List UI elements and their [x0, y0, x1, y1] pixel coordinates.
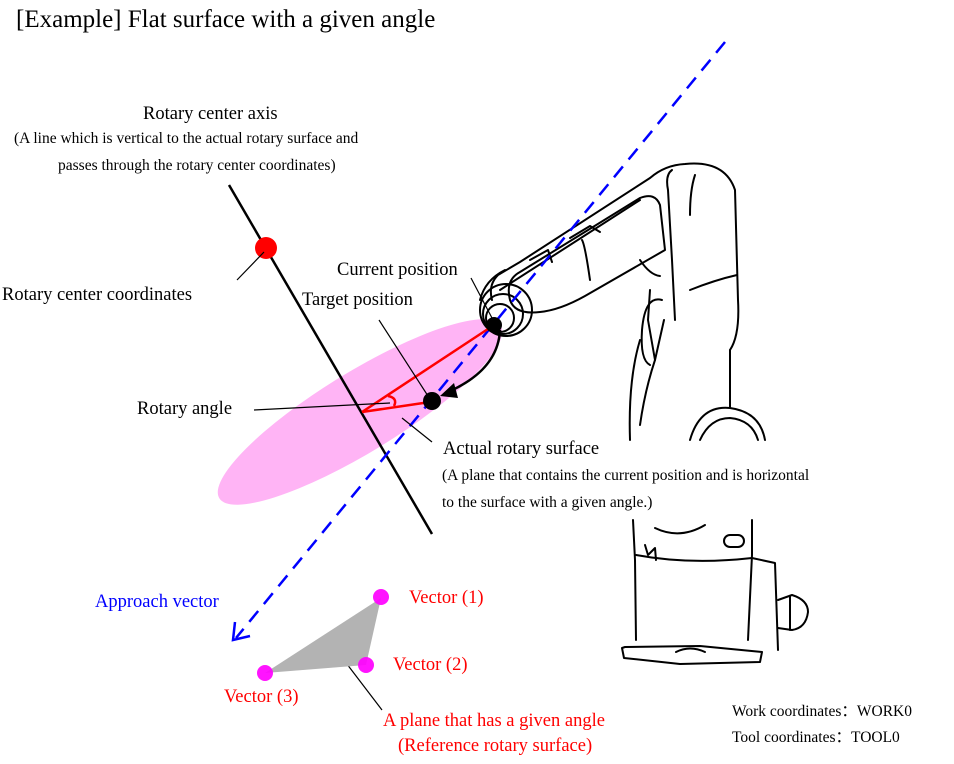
vector-3-point — [257, 665, 273, 681]
rotation-lines — [361, 323, 495, 414]
vector-1-label: Vector (1) — [409, 588, 484, 608]
reference-plane-label-1: A plane that has a given angle — [383, 711, 605, 731]
target-position-label: Target position — [302, 290, 413, 310]
rotary-center-axis-label: Rotary center axis — [143, 104, 278, 124]
page-title: [Example] Flat surface with a given angl… — [16, 6, 436, 33]
rotary-center-axis-note-1: (A line which is vertical to the actual … — [14, 130, 359, 147]
target-position-point — [423, 392, 441, 410]
rotation-arrow — [447, 329, 502, 394]
current-position-point — [486, 317, 502, 333]
work-coordinates-label: Work coordinates：WORK0 — [732, 703, 912, 720]
current-position-label: Current position — [337, 260, 458, 280]
reference-plane-label-2: (Reference rotary surface) — [398, 736, 593, 756]
robot-arm-icon — [479, 162, 809, 665]
vector-1-point — [373, 589, 389, 605]
rotary-center-coordinates-label: Rotary center coordinates — [2, 285, 193, 305]
rotary-center-axis-note-2: passes through the rotary center coordin… — [58, 157, 336, 174]
rotary-angle-arc — [387, 394, 397, 407]
vector-3-label: Vector (3) — [224, 687, 299, 707]
reference-plane-triangle — [265, 598, 381, 673]
approach-vector-line — [235, 41, 726, 639]
vector-2-label: Vector (2) — [393, 655, 468, 675]
vector-2-point — [358, 657, 374, 673]
actual-rotary-surface-label: Actual rotary surface — [443, 439, 600, 459]
approach-vector-label: Approach vector — [95, 592, 219, 612]
approach-vector-arrowhead-icon — [231, 621, 251, 642]
tool-coordinates-label: Tool coordinates：TOOL0 — [732, 729, 900, 746]
actual-rotary-surface-note-2: to the surface with a given angle.) — [442, 494, 653, 511]
actual-rotary-surface-note-1: (A plane that contains the current posit… — [442, 467, 810, 484]
leader-lines — [236, 251, 493, 711]
rotary-center-point — [255, 237, 277, 259]
rotary-angle-label: Rotary angle — [137, 399, 233, 419]
rotation-arrowhead-icon — [440, 383, 458, 398]
